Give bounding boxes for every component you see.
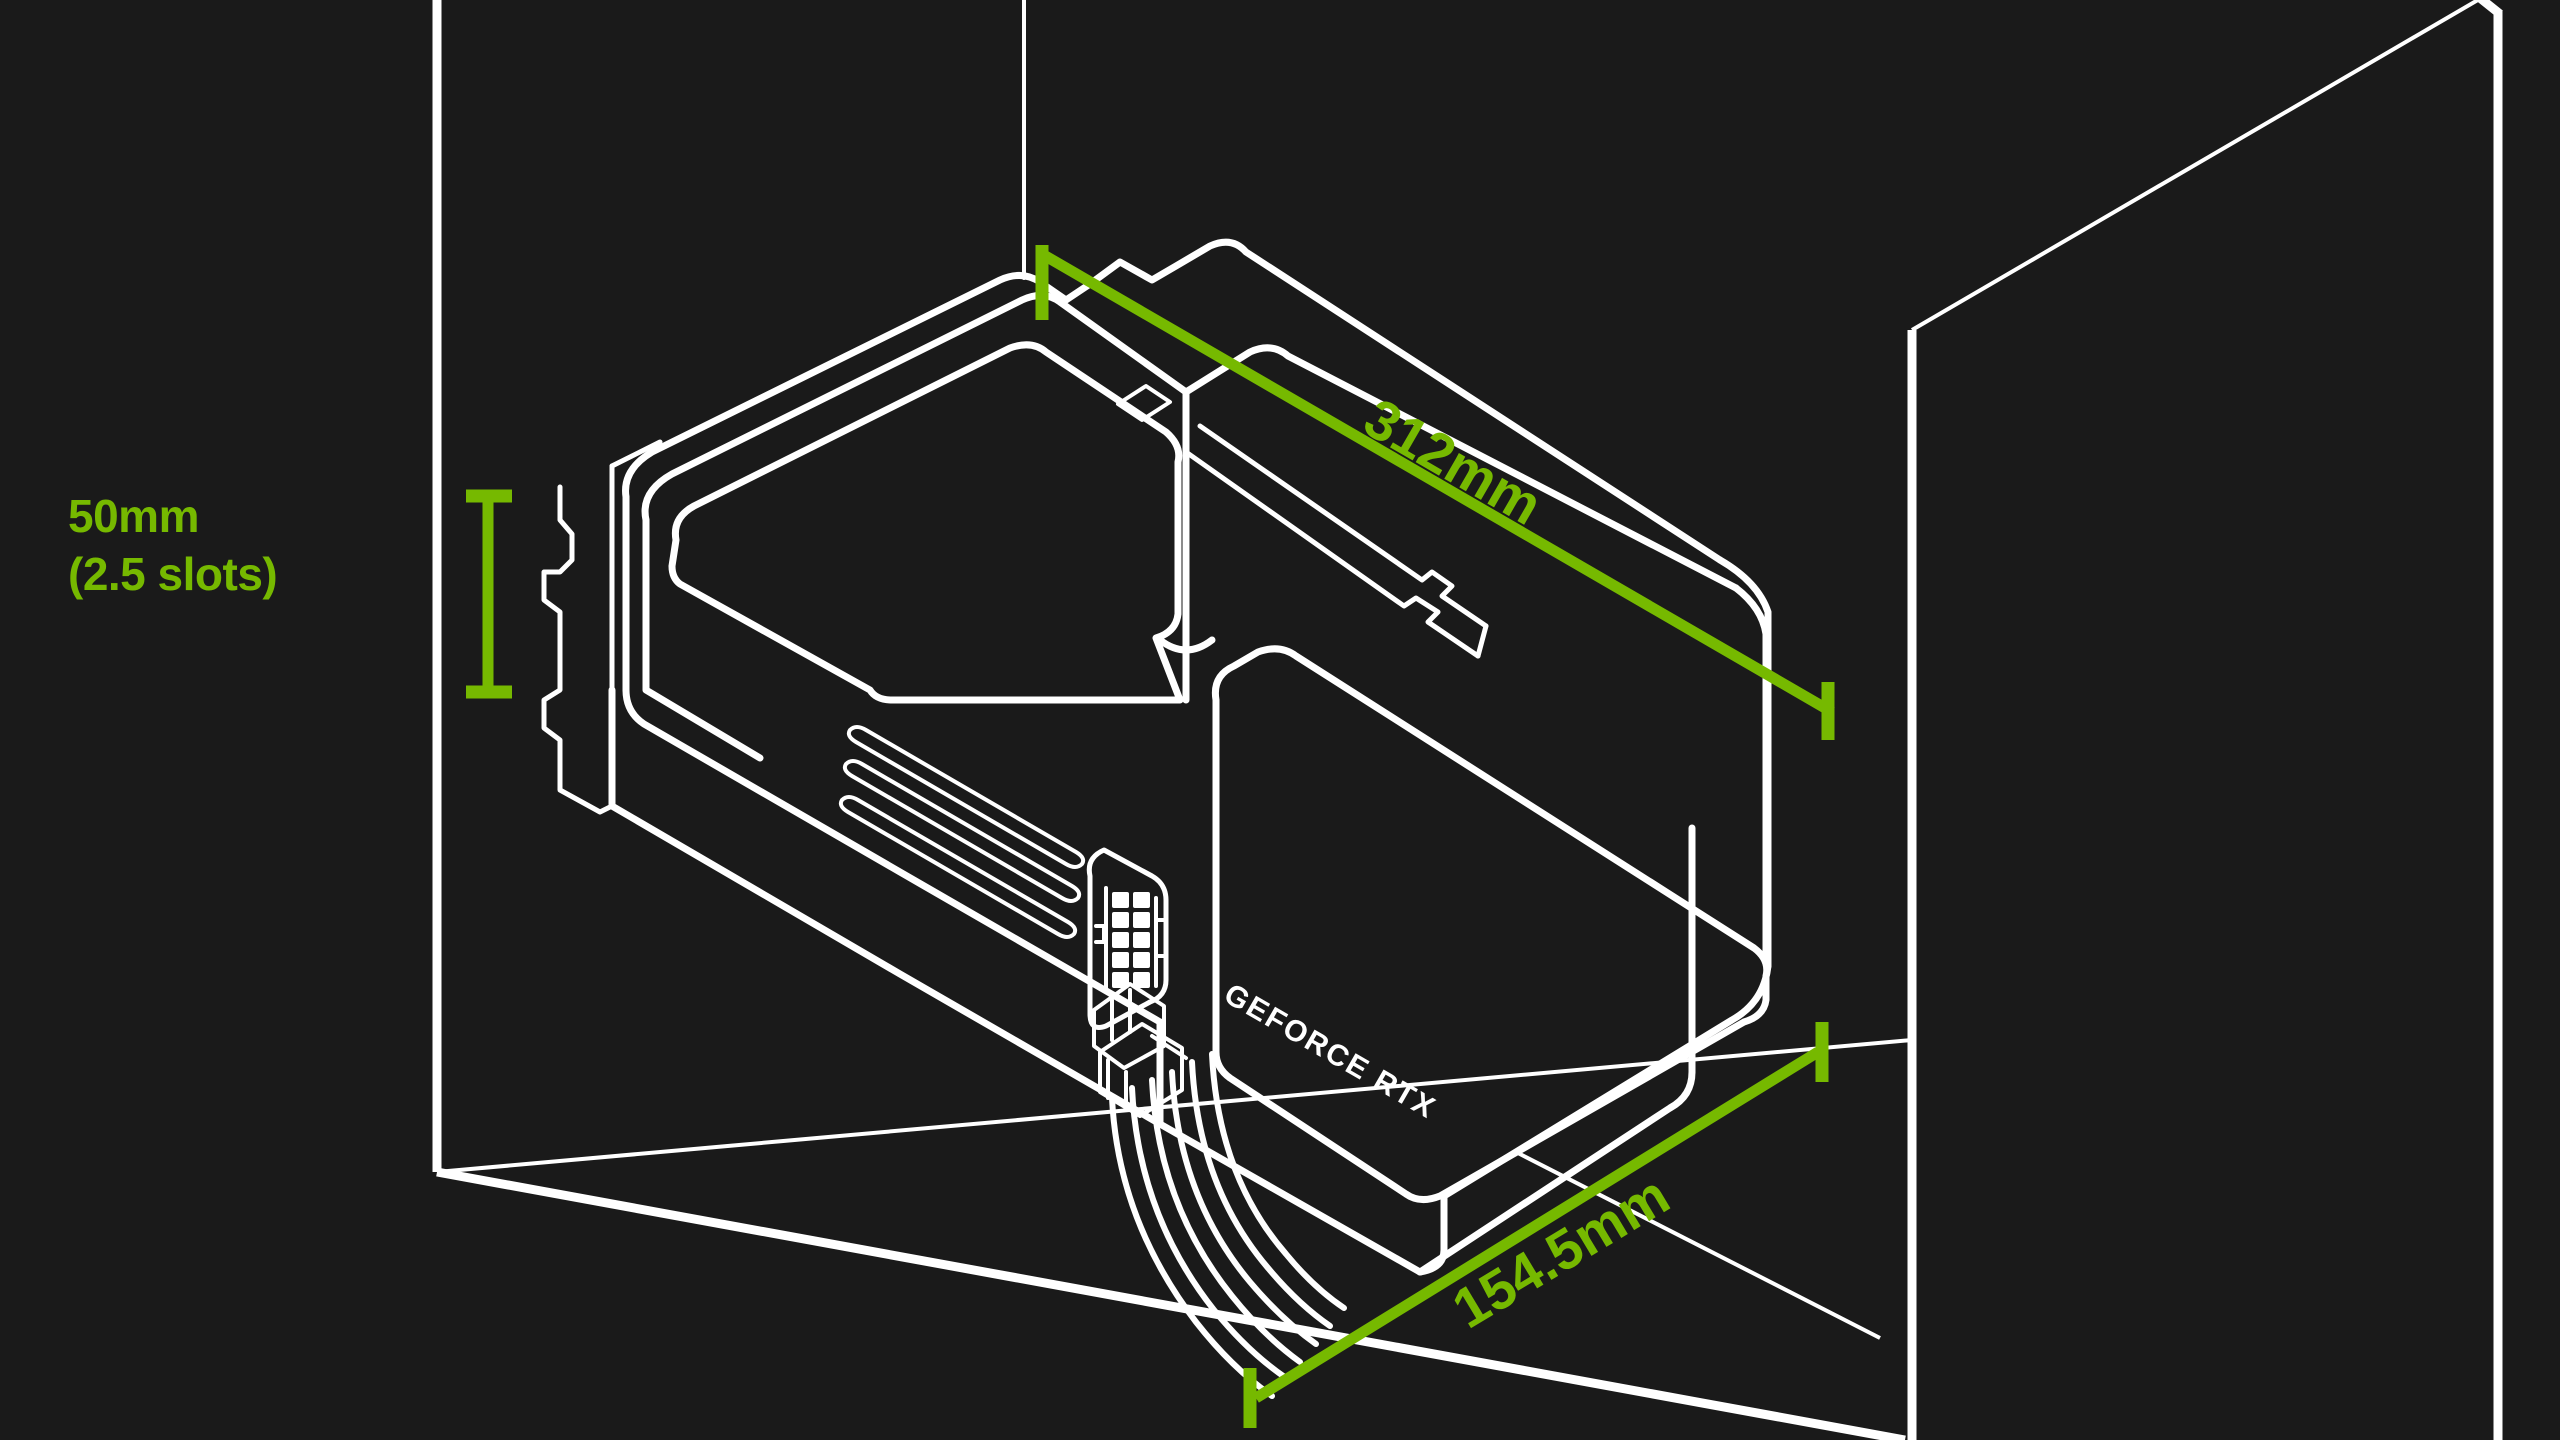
vent-slot-3 [838,795,1078,939]
card-front-face-bottom [608,802,1164,1128]
fan-divider-saddle [1156,636,1216,654]
card-left-front-edge [642,516,764,762]
power-cable-bundle [1109,1051,1347,1399]
cable-wire-6 [1209,1051,1347,1311]
depth-dimension-label: 154.5mm [1442,1163,1680,1340]
card-backplate-rail [1183,423,1489,659]
card-front-face-top [622,686,1164,1026]
card-top-rear-rim [622,238,1724,564]
card-right-lower-wrap [1440,962,1772,1200]
rail-end-cap [1475,623,1489,659]
fan-opening-left [668,341,1184,704]
height-slots-label: (2.5 slots) [68,547,278,600]
height-value-label: 50mm [68,490,199,542]
connector-right-latch [1156,918,1168,958]
geforce-rtx-brand-text: GEFORCE RTX [1219,977,1442,1125]
graphics-card [541,0,1881,1399]
cable-wire-5 [1189,1059,1333,1329]
power-connector-housing [1086,847,1169,1030]
io-bracket-profile [541,484,615,815]
dimension-length: 312mm [1035,245,1835,740]
cable-wire-1 [1109,1095,1275,1399]
card-right-outer-wrap [1716,556,1772,970]
depth-leader-line [1515,1150,1881,1340]
cable-wire-3 [1149,1077,1303,1365]
height-dimension-label-group: 50mm (2.5 slots) [68,488,448,603]
plug-body-lower [1098,1022,1184,1118]
io-bracket-top-bend [609,439,663,469]
connector-left-latch [1094,924,1106,944]
cable-wire-4 [1169,1069,1319,1347]
card-vent-slots [838,725,1086,939]
case-floor-front-edge [436,1167,1906,1440]
connector-pin-grid [1112,892,1150,988]
chassis-outline [432,0,2503,1440]
length-dimension-line [1039,249,1835,717]
card-rear-boss [1116,384,1172,422]
card-right-inner-wrap [1732,584,1770,962]
dimension-height [466,489,512,699]
card-bottom-front-edge [1416,1068,1696,1276]
rail-lower-edge [1183,449,1481,659]
card-bottom-left-edge [1156,1120,1424,1276]
depth-dimension-line [1253,1047,1821,1403]
cable-wire-2 [1129,1085,1289,1381]
rail-upper-edge [1197,423,1489,629]
length-dimension-label: 312mm [1354,386,1553,537]
connector-recess [1086,847,1169,1030]
case-top-right-corner [2475,0,2503,18]
case-top-rear-edge [1910,0,2482,332]
fan-opening-right [1211,645,1771,1203]
card-right-end [1156,556,1772,1276]
vent-slot-2 [842,759,1082,903]
vent-slot-1 [846,725,1086,869]
